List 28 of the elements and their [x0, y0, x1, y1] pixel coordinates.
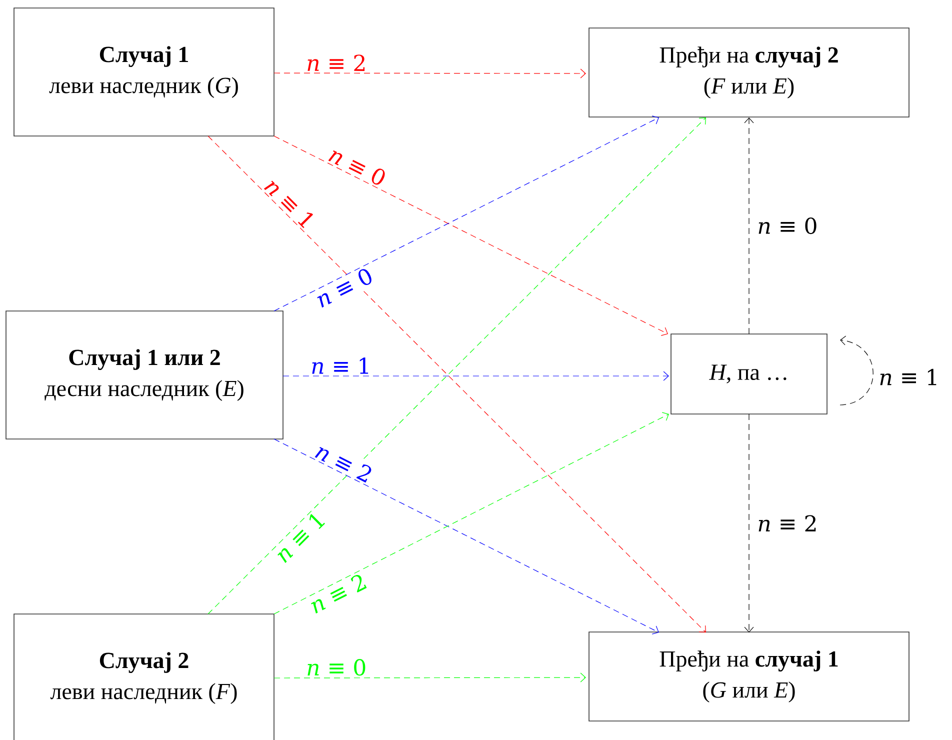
edge-label: n ≡ 2 — [305, 54, 368, 72]
edge-label: n ≡ 0 — [305, 658, 368, 677]
arrow — [274, 438, 660, 634]
state-box: Случај 1 леви наследник (G) — [14, 8, 274, 136]
loop-arrow — [840, 336, 874, 406]
arrow — [744, 414, 754, 632]
arrow — [282, 371, 669, 381]
edge-label: n ≡ 2 — [306, 570, 370, 616]
edge-label: n ≡ 0 — [325, 144, 390, 189]
arrow — [274, 136, 668, 336]
arrow — [274, 68, 586, 78]
edge-label: n ≡ 0 — [312, 265, 376, 310]
edge-label: n ≡ 1 — [310, 356, 372, 375]
edge-label: n ≡ 2 — [756, 514, 819, 532]
state-box: Случај 2 леви наследник (F) — [14, 614, 274, 740]
arrow — [274, 116, 660, 312]
arrow — [274, 412, 670, 614]
state-box: Пређи на случај 2 (F или E) — [588, 28, 910, 118]
edge-label: n ≡ 0 — [756, 216, 819, 236]
arrow — [744, 118, 754, 334]
edge-label: n ≡ 1 — [261, 174, 319, 232]
arrow — [274, 672, 586, 682]
state-box: H, па … — [670, 334, 828, 414]
state-box: Случај 1 или 2 десни наследник (E) — [6, 310, 284, 440]
state-box: Пређи на случај 1 (G или E) — [588, 632, 910, 722]
edge-label: n ≡ 1 — [878, 368, 940, 386]
edge-label: n ≡ 1 — [271, 508, 329, 566]
edge-label: n ≡ 2 — [312, 440, 376, 485]
